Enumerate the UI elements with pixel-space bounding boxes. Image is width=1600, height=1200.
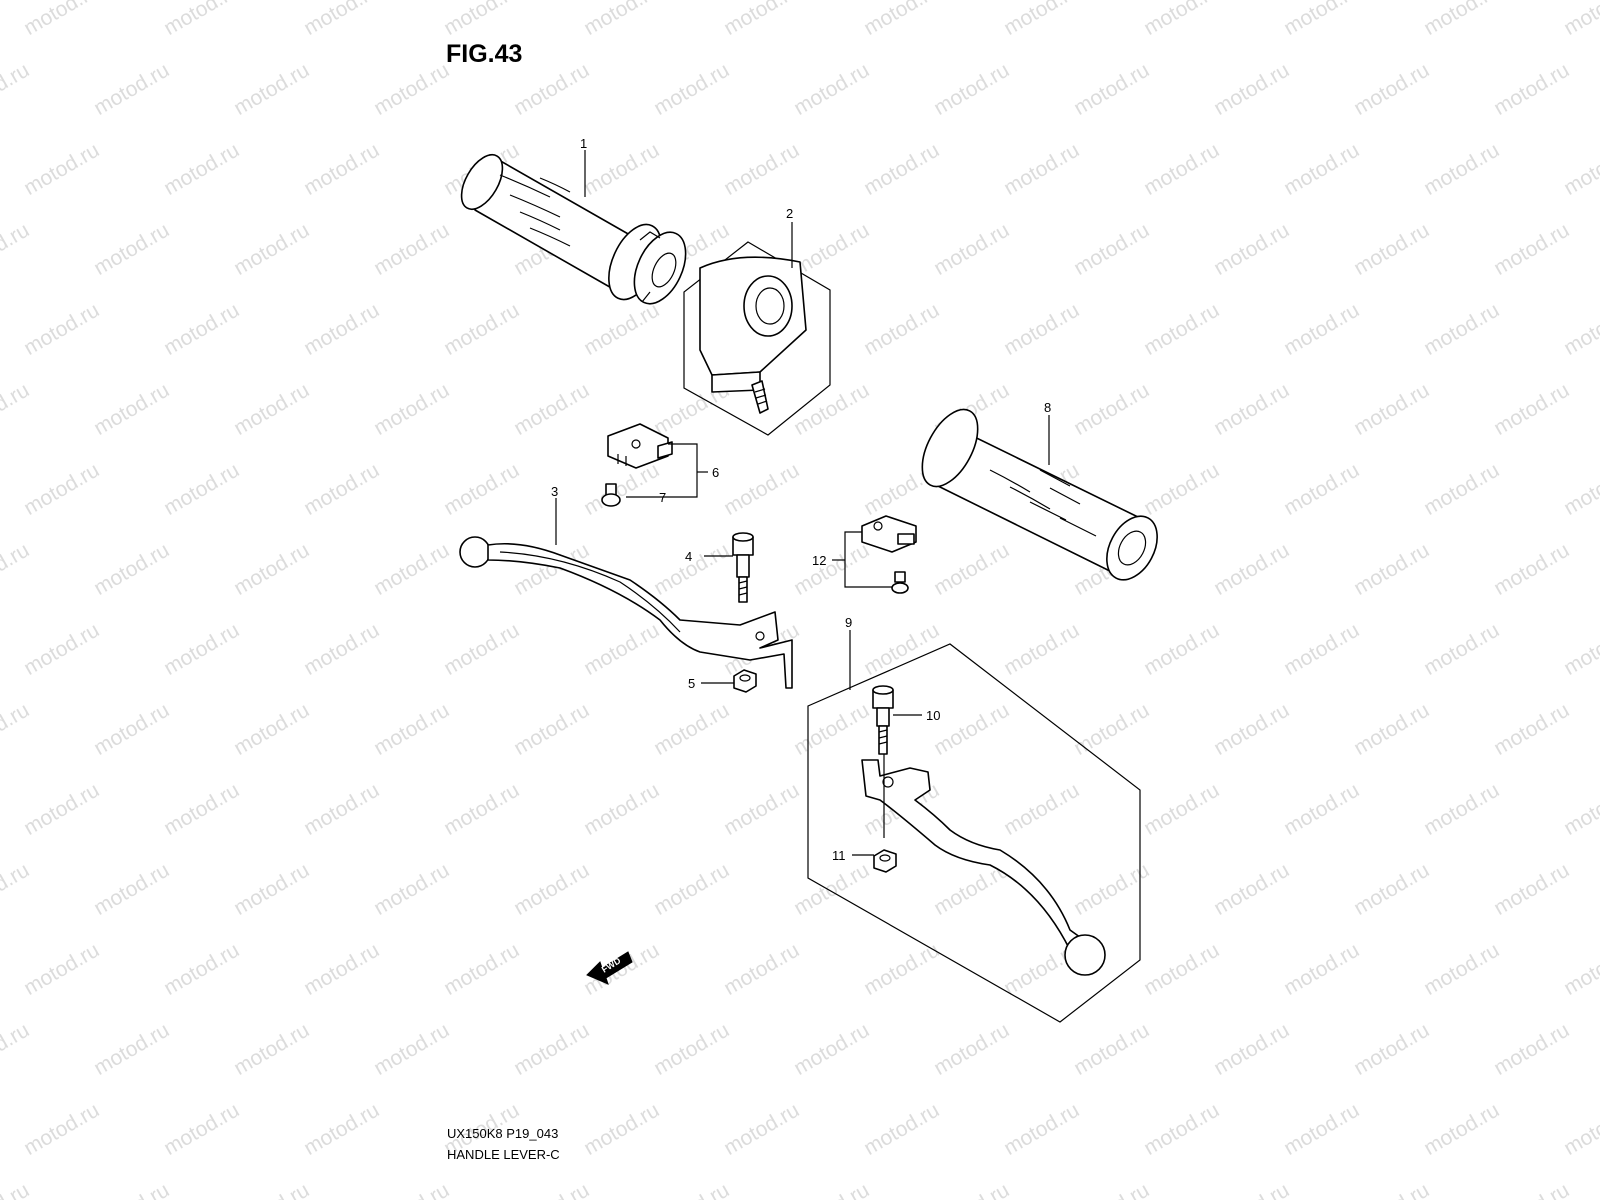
- figure-name: HANDLE LEVER-C: [447, 1147, 560, 1162]
- callout-2: 2: [786, 206, 793, 221]
- part-3-brake-lever: [459, 536, 793, 689]
- part-11-nut: [873, 849, 897, 873]
- callout-9: 9: [845, 615, 852, 630]
- callout-12: 12: [812, 553, 826, 568]
- part-8-handle-grip: [921, 408, 1158, 581]
- part-10-pivot-bolt: [872, 685, 894, 755]
- part-1-throttle-grip: [460, 154, 687, 305]
- figure-code: UX150K8 P19_043: [447, 1126, 559, 1141]
- part-2-switch-housing: [683, 241, 831, 436]
- callout-6: 6: [712, 465, 719, 480]
- figure-title: FIG.43: [446, 40, 523, 68]
- callout-10: 10: [926, 708, 940, 723]
- leader-6-7-bracket: [626, 443, 698, 498]
- fwd-direction-marker: FWD: [586, 951, 633, 985]
- part-4-pivot-bolt: [732, 532, 754, 603]
- callout-4: 4: [685, 549, 692, 564]
- callout-5: 5: [688, 676, 695, 691]
- callout-3: 3: [551, 484, 558, 499]
- part-7-screw: [601, 483, 621, 507]
- part-6-stop-switch: [607, 423, 673, 469]
- callout-8: 8: [1044, 400, 1051, 415]
- part-5-nut: [733, 669, 757, 693]
- callout-7: 7: [659, 490, 666, 505]
- part-12-stop-switch: [861, 515, 917, 594]
- part-9-clutch-lever-assembly: [807, 643, 1141, 1023]
- callout-1: 1: [580, 136, 587, 151]
- callout-11: 11: [832, 848, 846, 863]
